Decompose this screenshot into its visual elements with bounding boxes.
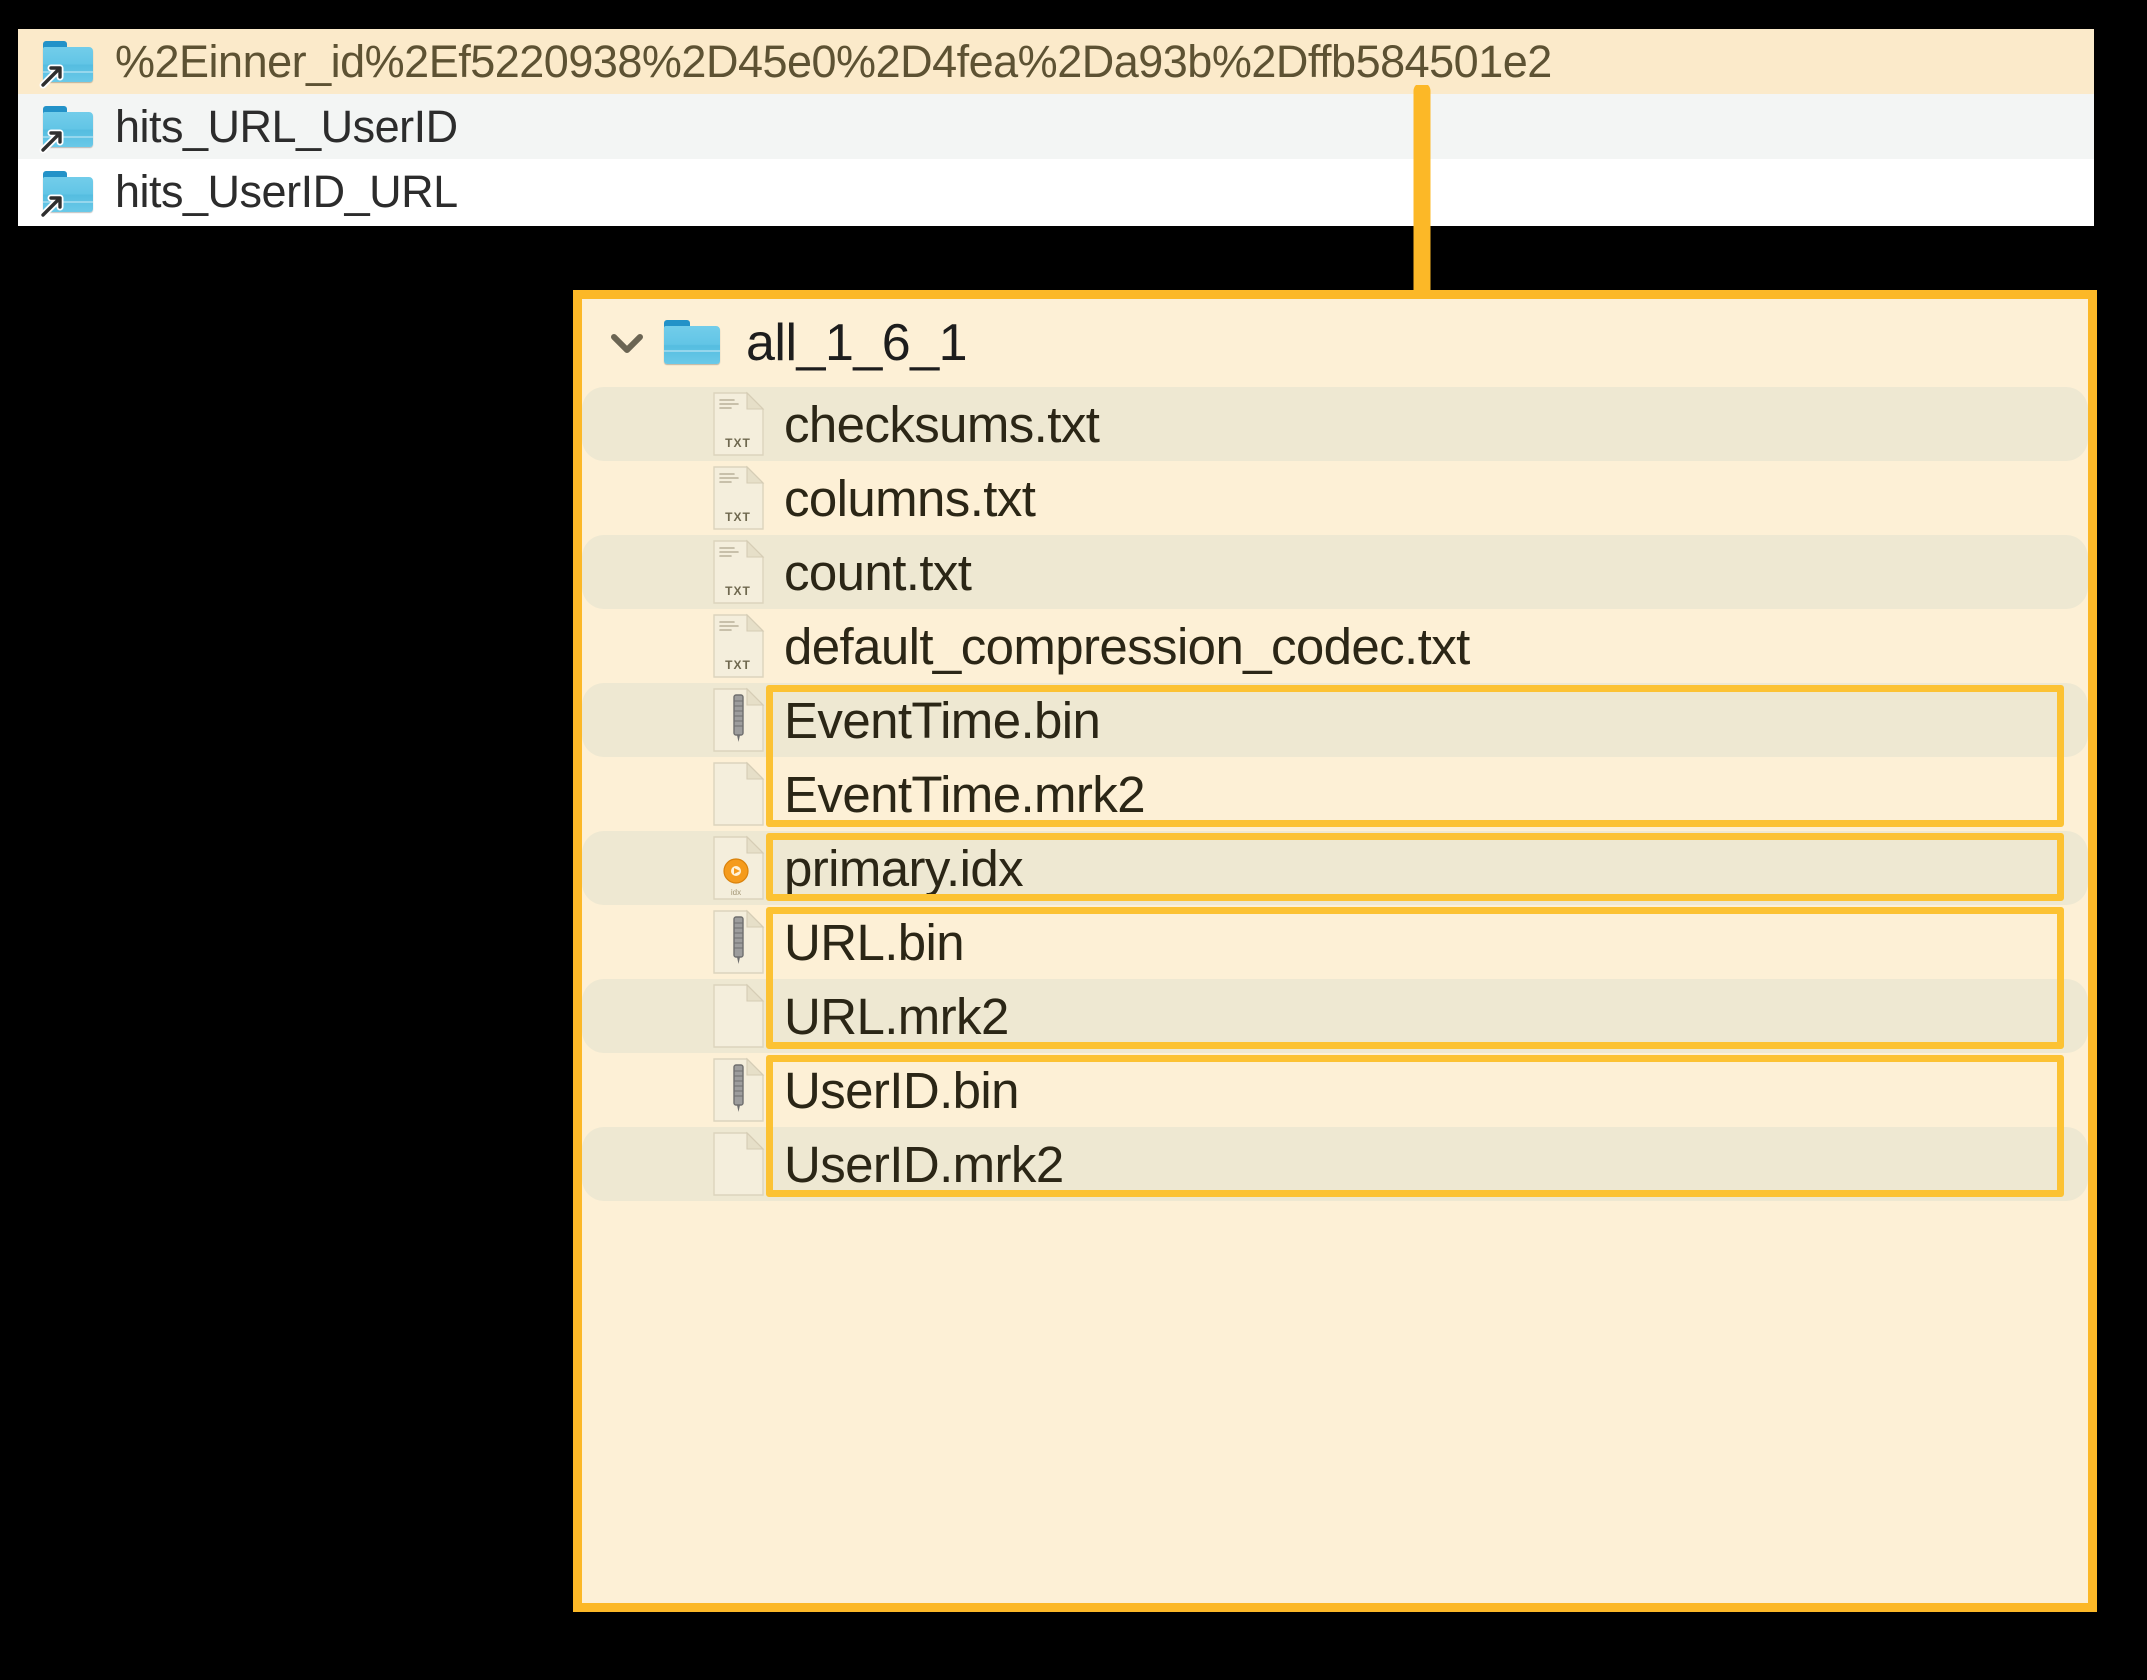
file-list-item[interactable]: UserID.mrk2 xyxy=(582,1127,2088,1201)
txt-file-icon: TXT xyxy=(712,613,766,679)
bin-file-icon xyxy=(712,687,766,753)
chevron-down-icon[interactable] xyxy=(604,320,650,366)
file-list-item[interactable]: UserID.bin xyxy=(582,1053,2088,1127)
blank-file-icon xyxy=(712,761,766,827)
detail-folder-name: all_1_6_1 xyxy=(746,314,968,372)
detail-folder-row[interactable]: all_1_6_1 xyxy=(582,299,2088,387)
file-list-item[interactable]: URL.bin xyxy=(582,905,2088,979)
folder-list-item-label: hits_URL_UserID xyxy=(115,101,458,152)
folder-list-item[interactable]: hits_UserID_URL xyxy=(18,159,2094,224)
folder-icon xyxy=(662,318,724,368)
folder-list-item[interactable]: %2Einner_id%2Ef5220938%2D45e0%2D4fea%2Da… xyxy=(18,29,2094,94)
file-list-item-label: columns.txt xyxy=(784,469,1036,527)
file-list-item-label: primary.idx xyxy=(784,839,1024,897)
svg-text:TXT: TXT xyxy=(725,658,751,672)
file-list-item[interactable]: TXT default_compression_codec.txt xyxy=(582,609,2088,683)
symlink-arrow-icon xyxy=(39,64,64,88)
file-list-item-label: EventTime.bin xyxy=(784,691,1101,749)
file-list-item[interactable]: idx primary.idx xyxy=(582,831,2088,905)
symlink-arrow-icon xyxy=(39,129,64,153)
folder-list-item-label: hits_UserID_URL xyxy=(115,166,458,217)
file-list-item-label: EventTime.mrk2 xyxy=(784,765,1146,823)
file-list-item-label: default_compression_codec.txt xyxy=(784,617,1470,675)
symlink-arrow-icon xyxy=(39,194,64,218)
bin-file-icon xyxy=(712,1057,766,1123)
file-list-item-label: checksums.txt xyxy=(784,395,1100,453)
file-list-item[interactable]: EventTime.mrk2 xyxy=(582,757,2088,831)
bin-file-icon xyxy=(712,909,766,975)
txt-file-icon: TXT xyxy=(712,391,766,457)
blank-file-icon xyxy=(712,983,766,1049)
txt-file-icon: TXT xyxy=(712,465,766,531)
file-list-item-label: count.txt xyxy=(784,543,972,601)
idx-file-icon: idx xyxy=(712,835,766,901)
svg-text:TXT: TXT xyxy=(725,510,751,524)
file-list-item[interactable]: URL.mrk2 xyxy=(582,979,2088,1053)
folder-symlink-icon xyxy=(39,104,97,153)
folder-list-panel[interactable]: %2Einner_id%2Ef5220938%2D45e0%2D4fea%2Da… xyxy=(18,29,2094,226)
txt-file-icon: TXT xyxy=(712,539,766,605)
file-list-item-label: URL.bin xyxy=(784,913,965,971)
folder-symlink-icon xyxy=(39,169,97,218)
folder-list-rows: %2Einner_id%2Ef5220938%2D45e0%2D4fea%2Da… xyxy=(18,29,2094,224)
file-list-item-label: UserID.bin xyxy=(784,1061,1020,1119)
folder-symlink-icon xyxy=(39,39,97,88)
folder-list-item[interactable]: hits_URL_UserID xyxy=(18,94,2094,159)
file-list-item[interactable]: TXT checksums.txt xyxy=(582,387,2088,461)
file-list-item[interactable]: EventTime.bin xyxy=(582,683,2088,757)
file-list-item-label: UserID.mrk2 xyxy=(784,1135,1064,1193)
folder-list-item-label: %2Einner_id%2Ef5220938%2D45e0%2D4fea%2Da… xyxy=(115,36,1552,87)
svg-text:TXT: TXT xyxy=(725,436,751,450)
file-list-item[interactable]: TXT columns.txt xyxy=(582,461,2088,535)
svg-text:TXT: TXT xyxy=(725,584,751,598)
file-list-item[interactable]: TXT count.txt xyxy=(582,535,2088,609)
blank-file-icon xyxy=(712,1131,766,1197)
svg-text:idx: idx xyxy=(731,888,741,897)
file-list-item-label: URL.mrk2 xyxy=(784,987,1009,1045)
